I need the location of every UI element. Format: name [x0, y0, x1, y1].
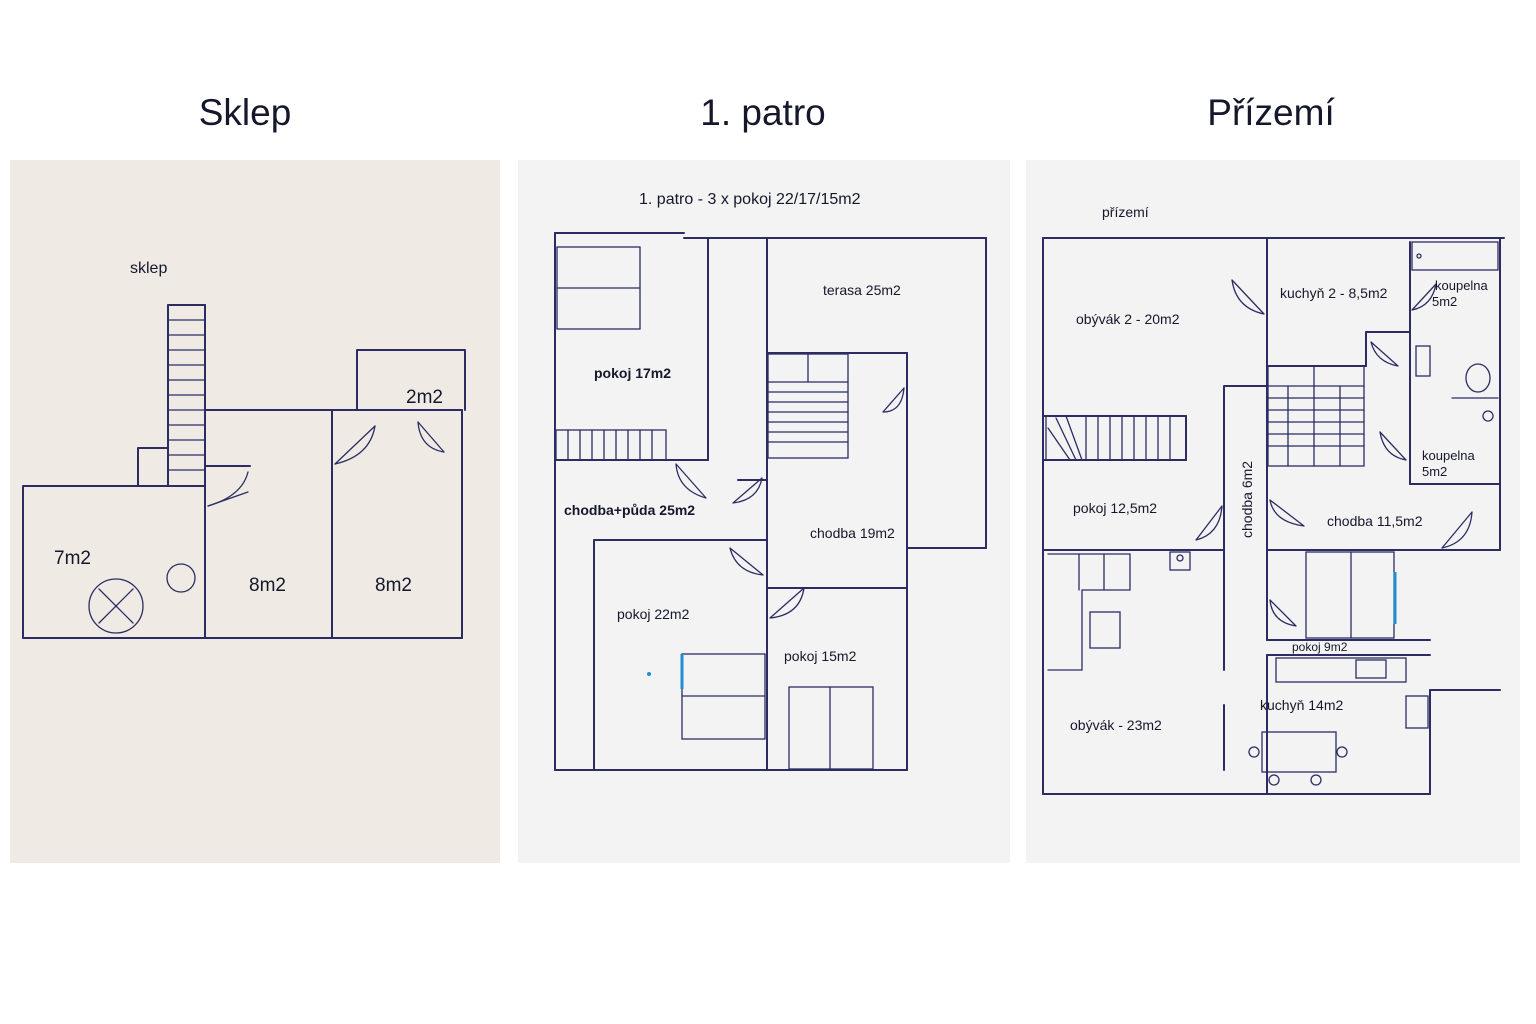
basement-drawing: sklep	[22, 260, 466, 639]
ground-floor-koupelna-mid: koupelna	[1422, 448, 1476, 463]
basement-tank-icon	[166, 563, 196, 593]
first-floor-stairs-right	[767, 353, 849, 459]
heading-first-floor: 1. patro	[700, 92, 826, 133]
heading-basement: Sklep	[198, 92, 292, 133]
basement-stairs	[137, 304, 206, 487]
ground-floor-dining-table-icon	[1248, 731, 1348, 786]
first-floor-chodba-puda: chodba+půda 25m2	[564, 502, 695, 518]
basement-doors	[207, 421, 445, 507]
basement-drain-icon	[88, 578, 144, 634]
ground-floor-kitchen-counter	[1275, 657, 1429, 729]
ground-floor-bed-9	[1305, 551, 1397, 639]
heading-ground-floor: Přízemí	[1207, 92, 1335, 133]
ground-floor-small-sink-icon	[1169, 551, 1191, 571]
ground-floor-bathtub-icon	[1411, 241, 1499, 271]
basement-walls	[22, 349, 466, 639]
first-floor-plan: 1. patro - 3 x pokoj 22/17/15m2	[518, 160, 1010, 863]
first-floor-pokoj-17: pokoj 17m2	[594, 365, 671, 381]
ground-floor-koupelna-mid-area: 5m2	[1422, 464, 1447, 479]
first-floor-pokoj-22: pokoj 22m2	[617, 606, 690, 622]
ground-floor-sofa	[1047, 553, 1131, 671]
basement-room-8m2-a: 8m2	[249, 575, 286, 596]
first-floor-bed-2	[647, 653, 766, 740]
first-floor-walls	[554, 232, 987, 771]
ground-floor-stairs-left	[1045, 415, 1187, 461]
first-floor-pokoj-15: pokoj 15m2	[784, 648, 857, 664]
ground-floor-obyvak-23: obývák - 23m2	[1070, 717, 1162, 733]
ground-floor-sink-icon	[1451, 397, 1499, 422]
ground-floor-kuchyn-14: kuchyň 14m2	[1260, 697, 1343, 713]
basement-room-8m2-b: 8m2	[375, 575, 412, 596]
ground-floor-chodba-11: chodba 11,5m2	[1327, 513, 1423, 529]
basement-room-7m2: 7m2	[54, 548, 91, 569]
ground-floor-koupelna-top-area: 5m2	[1432, 294, 1457, 309]
first-floor-doors	[675, 387, 905, 619]
ground-floor-stairs-right	[1267, 365, 1365, 467]
ground-floor-toilet-icon	[1415, 345, 1491, 393]
ground-floor-kuchyn-2: kuchyň 2 - 8,5m2	[1280, 285, 1388, 301]
first-floor-stairs-left	[555, 429, 667, 461]
ground-floor-chodba-6: chodba 6m2	[1239, 461, 1255, 538]
first-floor-terasa: terasa 25m2	[823, 282, 901, 298]
basement-plan: sklep	[10, 160, 500, 863]
first-floor-drawing: 1. patro - 3 x pokoj 22/17/15m2	[554, 191, 987, 771]
ground-floor-caption: přízemí	[1102, 204, 1149, 220]
ground-floor-plan: přízemí	[1026, 160, 1520, 863]
ground-floor-doors	[1195, 279, 1473, 627]
ground-floor-pokoj-9: pokoj 9m2	[1292, 640, 1348, 654]
ground-floor-koupelna-top: koupelna	[1435, 278, 1489, 293]
basement-caption: sklep	[130, 260, 167, 277]
first-floor-caption: 1. patro - 3 x pokoj 22/17/15m2	[639, 191, 861, 208]
ground-floor-obyvak-2: obývák 2 - 20m2	[1076, 311, 1180, 327]
ground-floor-drawing: přízemí	[1042, 204, 1505, 795]
basement-room-2m2: 2m2	[406, 387, 443, 408]
first-floor-wardrobe	[788, 686, 874, 770]
first-floor-chodba-19: chodba 19m2	[810, 525, 895, 541]
ground-floor-pokoj-12: pokoj 12,5m2	[1073, 500, 1157, 516]
first-floor-bed-1	[556, 246, 641, 330]
